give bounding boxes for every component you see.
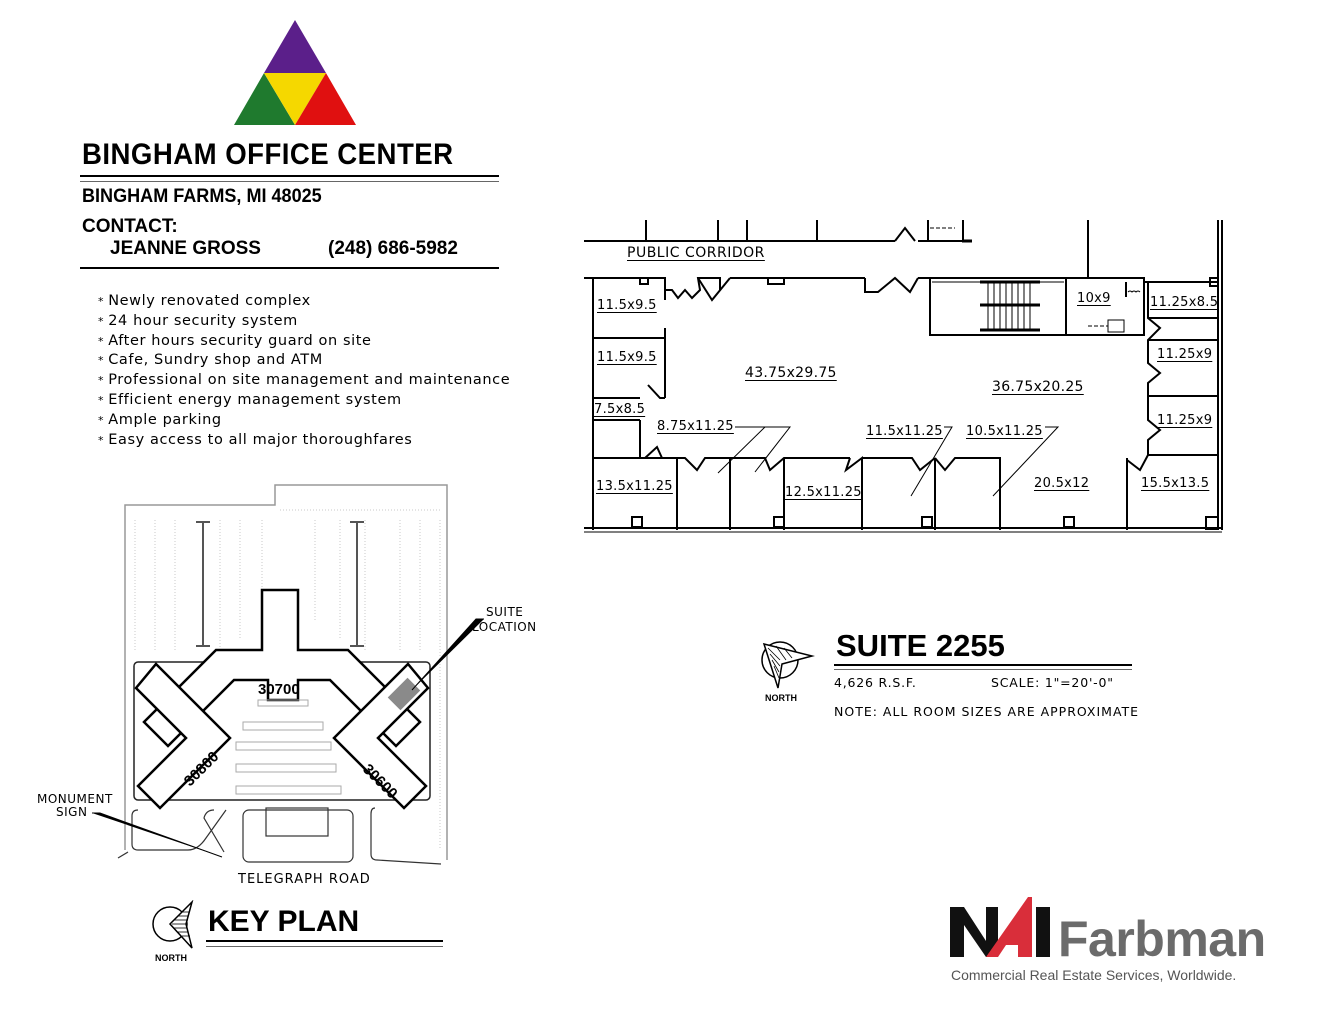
bingham-logo	[234, 20, 356, 125]
logo-triangle-red	[295, 73, 356, 125]
feature-item: Professional on site management and main…	[98, 371, 510, 391]
room-label: 11.25x9	[1157, 413, 1213, 428]
monument-sign-label: MONUMENT	[37, 792, 113, 806]
north-arrow-icon	[761, 641, 815, 689]
road-label: TELEGRAPH ROAD	[238, 872, 371, 887]
corridor-label: PUBLIC CORRIDOR	[627, 245, 765, 261]
key-plan-divider	[206, 940, 443, 942]
key-plan-title: KEY PLAN	[208, 905, 360, 938]
room-label: 11.5x11.25	[866, 424, 943, 439]
brand-name: Farbman	[1058, 911, 1266, 967]
suite-scale: SCALE: 1"=20'-0"	[991, 675, 1114, 690]
room-label: 10.5x11.25	[966, 424, 1043, 439]
room-label: 12.5x11.25	[785, 485, 862, 500]
feature-item: Newly renovated complex	[98, 292, 510, 312]
suite-location-label: SUITE	[486, 606, 523, 619]
nai-logo-icon	[950, 897, 1050, 957]
monument-sign-line-2: SIGN	[56, 805, 88, 819]
room-label: 13.5x11.25	[596, 479, 673, 494]
suite-location-line-1: SUITE	[486, 605, 524, 619]
logo-triangle-yellow	[264, 73, 326, 125]
room-label: 10x9	[1077, 291, 1111, 306]
title-divider-thin	[80, 181, 499, 182]
feature-item: After hours security guard on site	[98, 332, 510, 352]
building-label-30700: 30700	[258, 681, 300, 698]
feature-item: 24 hour security system	[98, 312, 510, 332]
suite-title: SUITE 2255	[836, 628, 1005, 663]
address: BINGHAM FARMS, MI 48025	[82, 186, 322, 207]
title-divider	[80, 175, 499, 177]
room-label: 11.5x9.5	[597, 350, 657, 365]
contact-phone: (248) 686-5982	[328, 238, 458, 259]
key-plan-divider-thin	[206, 946, 443, 947]
contact-divider	[80, 267, 499, 269]
north-label: NORTH	[765, 693, 797, 703]
room-label: 11.25x8.5	[1150, 295, 1219, 310]
brand-tagline: Commercial Real Estate Services, Worldwi…	[951, 967, 1237, 983]
features-list: Newly renovated complex 24 hour security…	[98, 292, 510, 450]
feature-item: Cafe, Sundry shop and ATM	[98, 351, 510, 371]
suite-divider	[834, 664, 1132, 666]
contact-name: JEANNE GROSS	[110, 238, 261, 259]
logo-triangle-purple	[264, 20, 326, 73]
key-plan-north-arrow-icon	[152, 900, 194, 949]
room-label: 8.75x11.25	[657, 419, 734, 434]
room-label: 43.75x29.75	[745, 365, 837, 381]
room-label: 15.5x13.5	[1141, 476, 1210, 491]
logo-triangle-green	[234, 73, 295, 125]
page-title: BINGHAM OFFICE CENTER	[82, 138, 454, 171]
room-label: 11.25x9	[1157, 347, 1213, 362]
feature-item: Ample parking	[98, 411, 510, 431]
feature-item: Efficient energy management system	[98, 391, 510, 411]
room-label: 36.75x20.25	[992, 379, 1084, 395]
suite-rsf: 4,626 R.S.F.	[834, 675, 917, 690]
room-label: 20.5x12	[1034, 476, 1090, 491]
suite-location-line-2: LOCATION	[472, 620, 537, 634]
suite-note: NOTE: ALL ROOM SIZES ARE APPROXIMATE	[834, 704, 1140, 719]
room-label: 11.5x9.5	[597, 298, 657, 313]
contact-label: CONTACT:	[82, 216, 178, 237]
feature-item: Easy access to all major thoroughfares	[98, 431, 510, 451]
key-plan-north-label: NORTH	[155, 953, 187, 963]
room-label: 7.5x8.5	[594, 402, 646, 417]
suite-divider-thin	[834, 669, 1132, 670]
